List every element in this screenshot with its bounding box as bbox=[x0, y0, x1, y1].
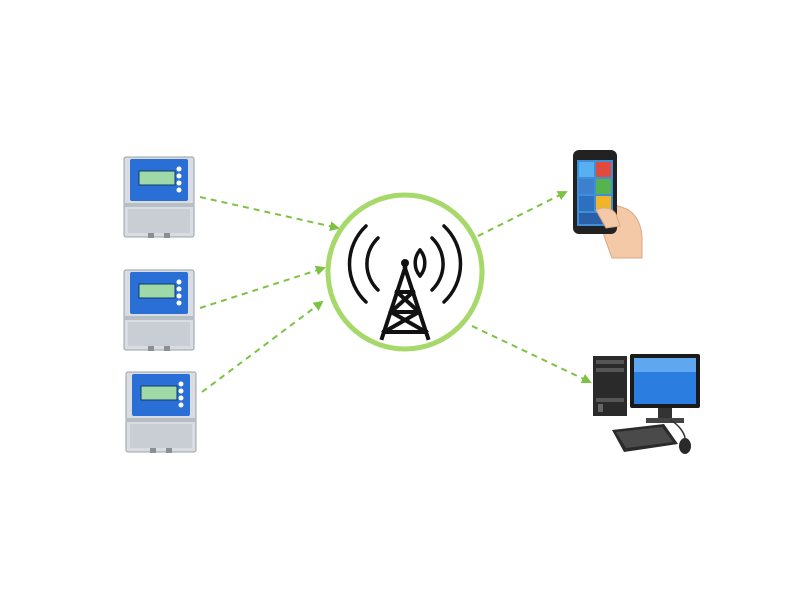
energy-meter-icon bbox=[125, 371, 197, 454]
smartphone-icon bbox=[573, 150, 643, 259]
arrow-gateway-to-computer bbox=[471, 325, 592, 384]
arrow-meter-1-to-gateway bbox=[199, 196, 340, 232]
energy-meter-icon bbox=[123, 269, 195, 352]
antenna-tower-icon bbox=[325, 192, 485, 352]
connection-arrows bbox=[199, 191, 592, 393]
energy-meter-icon bbox=[123, 156, 195, 239]
arrow-meter-2-to-gateway bbox=[199, 265, 326, 309]
arrow-gateway-to-phone bbox=[477, 191, 568, 237]
arrow-meter-3-to-gateway bbox=[201, 300, 324, 393]
desktop-computer-icon bbox=[593, 354, 700, 454]
